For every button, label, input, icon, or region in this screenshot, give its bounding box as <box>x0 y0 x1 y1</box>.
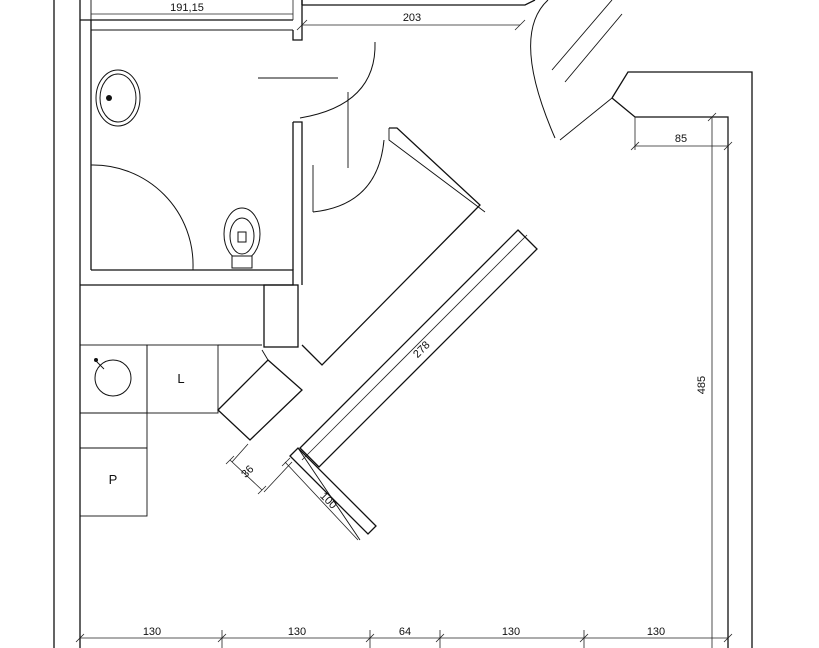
dim-diag-100: 100 <box>317 490 338 511</box>
toilet-icon <box>223 207 261 269</box>
bathroom-sink <box>95 69 141 127</box>
kitchen-sink <box>94 358 132 397</box>
dim-right-small: 85 <box>675 133 687 145</box>
outer-walls <box>53 0 753 648</box>
dim-bottom-5: 130 <box>647 626 665 638</box>
dimension-lines: 191,15 203 85 485 278 36 100 <box>75 0 733 648</box>
kitchen-counter: L P <box>79 344 262 517</box>
dim-bottom-1: 130 <box>143 626 161 638</box>
dim-top-corridor: 203 <box>403 12 421 24</box>
dim-diag-36: 36 <box>239 463 256 480</box>
room-label-p: P <box>109 472 118 487</box>
entry-door <box>530 0 623 141</box>
dim-bottom-2: 130 <box>288 626 306 638</box>
dim-bottom-4: 130 <box>502 626 520 638</box>
dim-right-total: 485 <box>696 376 708 394</box>
room-label-l: L <box>177 371 184 386</box>
bathroom <box>80 0 376 286</box>
closet-niche <box>263 284 299 348</box>
dim-bottom-3: 64 <box>399 626 411 638</box>
diagonal-wall <box>217 127 538 541</box>
dim-top-bathroom: 191,15 <box>170 2 204 14</box>
bath-shower-arc <box>90 164 194 269</box>
